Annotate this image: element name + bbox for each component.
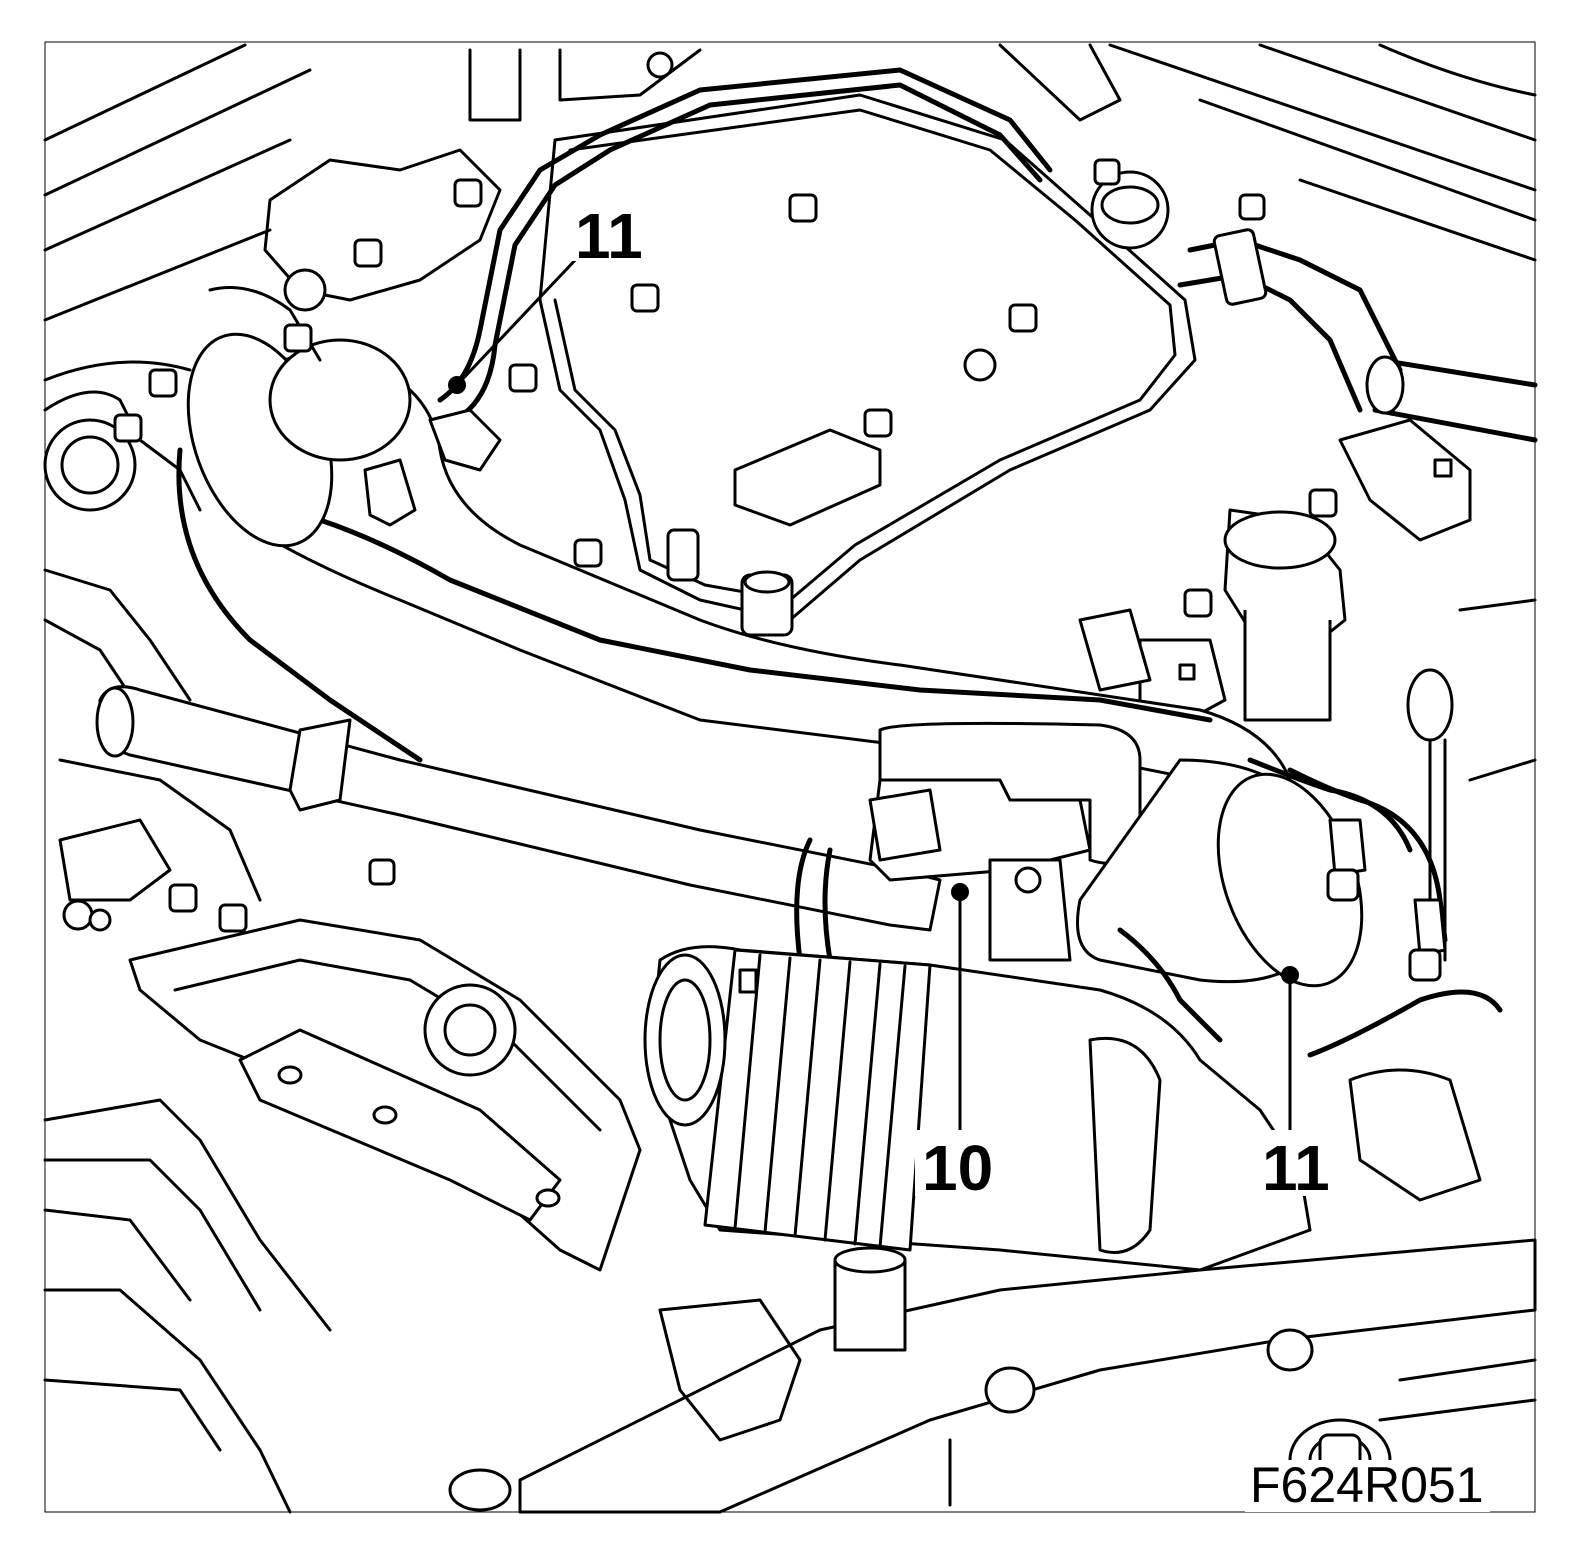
charge-air-pipe xyxy=(148,268,1292,822)
left-engine-area xyxy=(43,390,396,933)
callout-11-top: 11 xyxy=(575,200,643,272)
right-engine-sensors xyxy=(1078,418,1537,962)
air-intake-hose xyxy=(643,945,1312,1272)
body-panel-top-left xyxy=(43,43,312,382)
figure-code-bg xyxy=(1245,1460,1490,1512)
callout-bg-11-top xyxy=(568,195,648,261)
diagram-border xyxy=(44,41,1536,1513)
callout-10: 10 xyxy=(922,1132,993,1204)
lower-heat-shield xyxy=(43,918,642,1332)
coolant-hose-lower xyxy=(95,685,942,932)
callout-bg-10 xyxy=(915,1130,1005,1196)
turbo-inlet-elbow xyxy=(1076,757,1503,1202)
mass-airflow-connector xyxy=(794,721,1142,963)
figure-code: F624R051 xyxy=(1250,1457,1484,1513)
callout-11-bottom: 11 xyxy=(1262,1132,1330,1204)
engine-upper-structure xyxy=(263,43,1266,302)
body-panel-top-right xyxy=(1108,43,1537,262)
callout-leaders xyxy=(448,253,1299,1132)
callout-bg-11-bottom xyxy=(1250,1130,1340,1196)
engine-cover xyxy=(538,93,1197,637)
right-coolant-hose xyxy=(1177,228,1538,443)
